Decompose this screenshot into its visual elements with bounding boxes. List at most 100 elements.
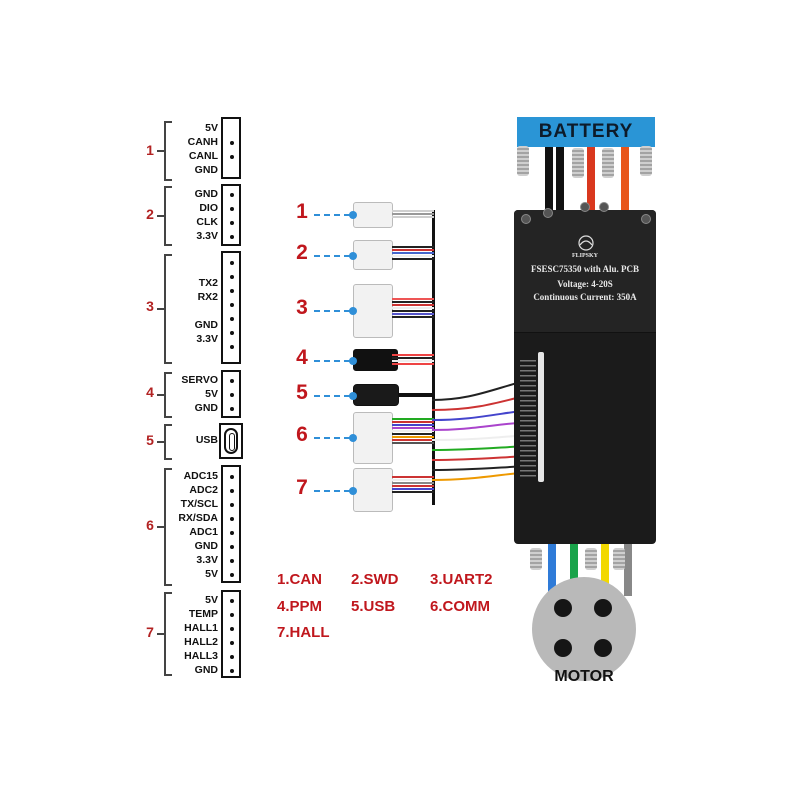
pin-label: TEMP bbox=[188, 608, 218, 620]
esc-board-top bbox=[514, 210, 656, 333]
pin-dot bbox=[230, 289, 234, 293]
screw-icon bbox=[599, 202, 609, 212]
group-brace bbox=[157, 186, 172, 246]
group-brace bbox=[157, 424, 172, 460]
battery-wire-red bbox=[587, 147, 595, 212]
leader-line bbox=[314, 437, 350, 439]
legend-hall: 7.HALL bbox=[277, 624, 330, 641]
voltage-label: Voltage: 4-20S bbox=[557, 279, 613, 289]
connector-number: 7 bbox=[296, 476, 308, 499]
pin-list-ppm: SERVO 5V GND bbox=[168, 373, 218, 415]
pin-label: HALL1 bbox=[184, 622, 218, 634]
connector-outline bbox=[221, 117, 241, 179]
pin-label: GND bbox=[194, 319, 218, 331]
pin-dot bbox=[230, 235, 234, 239]
pin-label bbox=[168, 304, 218, 318]
pin-dot bbox=[230, 193, 234, 197]
pin-dot bbox=[230, 155, 234, 159]
motor-icon bbox=[532, 577, 636, 681]
pin-dot bbox=[230, 275, 234, 279]
pin-dot bbox=[230, 655, 234, 659]
hall-wires bbox=[392, 476, 434, 494]
connector-outline bbox=[221, 465, 241, 583]
group-number: 2 bbox=[146, 206, 154, 222]
pin-dot bbox=[230, 599, 234, 603]
pin-label: RX2 bbox=[197, 291, 218, 303]
usb-cable bbox=[398, 393, 434, 397]
battery-wire-orange bbox=[621, 147, 629, 212]
leader-line bbox=[314, 395, 350, 397]
spring-icon bbox=[602, 148, 614, 178]
leader-line bbox=[314, 255, 350, 257]
legend-can: 1.CAN bbox=[277, 571, 323, 588]
leader-line bbox=[314, 310, 350, 312]
pin-label: CANL bbox=[188, 150, 218, 162]
pin-dot bbox=[230, 545, 234, 549]
leader-dot bbox=[349, 252, 357, 260]
pin-dot bbox=[230, 261, 234, 265]
pin-label: GND bbox=[194, 402, 218, 414]
legend-ppm: 4.PPM bbox=[277, 598, 323, 615]
legend-usb: 5.USB bbox=[351, 598, 396, 615]
usb-c-inner bbox=[229, 433, 235, 451]
pin-label: HALL3 bbox=[184, 650, 218, 662]
comm-plug bbox=[353, 412, 393, 464]
pin-dot bbox=[230, 573, 234, 577]
usb-plug bbox=[353, 384, 399, 406]
connector-outline bbox=[221, 370, 241, 418]
leader-line bbox=[314, 214, 350, 216]
leader-dot bbox=[349, 487, 357, 495]
group-number: 7 bbox=[146, 624, 154, 640]
pin-label: 3.3V bbox=[196, 333, 218, 345]
motor-pin bbox=[594, 639, 612, 657]
leader-dot bbox=[349, 357, 357, 365]
leader-line bbox=[314, 490, 350, 492]
pin-label: SERVO bbox=[181, 374, 218, 386]
legend-uart2: 3.UART2 bbox=[430, 571, 493, 588]
swd-plug bbox=[353, 240, 393, 270]
pin-label: ADC1 bbox=[189, 526, 218, 538]
pin-label: GND bbox=[194, 164, 218, 176]
pin-label: GND bbox=[194, 540, 218, 552]
group-brace bbox=[157, 121, 172, 181]
connector-number: 6 bbox=[296, 423, 308, 446]
can-plug bbox=[353, 202, 393, 228]
pin-dot bbox=[230, 331, 234, 335]
pin-dot bbox=[230, 393, 234, 397]
pin-label: ADC15 bbox=[183, 470, 218, 482]
pin-label: 5V bbox=[205, 388, 218, 400]
leader-dot bbox=[349, 392, 357, 400]
pin-label: USB bbox=[195, 434, 218, 446]
group-brace bbox=[157, 372, 172, 418]
pin-dot bbox=[230, 641, 234, 645]
brand-label: FLIPSKY bbox=[571, 253, 598, 259]
pin-dot bbox=[230, 141, 234, 145]
hall-plug bbox=[353, 468, 393, 512]
group-number: 6 bbox=[146, 517, 154, 533]
connector-outline bbox=[221, 590, 241, 678]
pin-label: DIO bbox=[199, 202, 218, 214]
pin-label: GND bbox=[194, 664, 218, 676]
pin-label bbox=[168, 262, 218, 276]
connector-number: 4 bbox=[296, 346, 308, 369]
spring-icon bbox=[613, 548, 625, 570]
model-label: FSESC75350 with Alu. PCB bbox=[530, 264, 640, 274]
pin-list-uart: TX2 RX2 GND 3.3V bbox=[168, 262, 218, 360]
pin-dot bbox=[230, 317, 234, 321]
group-number: 1 bbox=[146, 142, 154, 158]
ppm-wires bbox=[392, 354, 434, 366]
battery-wire-black bbox=[556, 147, 564, 212]
can-wires bbox=[392, 210, 434, 219]
board-header-strip bbox=[538, 352, 544, 482]
screw-icon bbox=[580, 202, 590, 212]
group-brace bbox=[157, 468, 172, 586]
pin-list-usb: USB bbox=[168, 433, 218, 447]
pin-label: CANH bbox=[187, 136, 218, 148]
phase-wire-gray bbox=[624, 544, 632, 596]
pin-label bbox=[168, 346, 218, 360]
pin-label: ADC2 bbox=[189, 484, 218, 496]
pin-dot bbox=[230, 503, 234, 507]
swd-wires bbox=[392, 246, 434, 261]
spring-icon bbox=[530, 548, 542, 570]
pin-dot bbox=[230, 345, 234, 349]
